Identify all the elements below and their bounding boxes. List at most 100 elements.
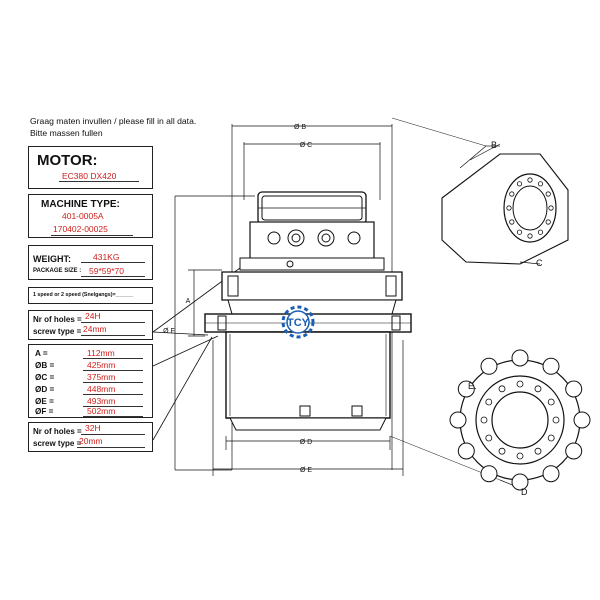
iso-bolt-hole xyxy=(537,229,544,235)
sprocket-bolt-hole xyxy=(534,385,542,393)
weight-underline xyxy=(81,262,145,263)
logo-ring xyxy=(286,310,310,334)
dim-label-d: Ø D xyxy=(300,439,312,446)
callout-d: D xyxy=(521,487,528,497)
sprocket-tooth-group xyxy=(449,349,591,491)
dim-f-value: 502mm xyxy=(87,406,116,416)
sprocket-tooth xyxy=(542,465,560,483)
holes-bottom-underline xyxy=(81,434,145,435)
sprocket-bolt-hole xyxy=(516,380,524,388)
drain-plug-2 xyxy=(351,405,363,417)
holes-top-value: 24H xyxy=(85,311,101,321)
speed-box: 1 speed or 2 speed (Snelgangs)=______ xyxy=(28,287,153,304)
dimensions-box: A = 112mm ØB = 425mm ØC = 375mm ØD = 448… xyxy=(28,344,153,418)
drain-plug-1 xyxy=(299,405,311,417)
sprocket-bolt-group xyxy=(480,380,560,460)
sprocket-tooth xyxy=(480,357,498,375)
callout-e: E xyxy=(468,381,474,391)
port-2-inner xyxy=(291,233,301,243)
iso-bolt-hole xyxy=(506,205,512,211)
port-3 xyxy=(317,229,335,247)
dim-d-underline xyxy=(83,394,143,395)
port-4 xyxy=(347,231,361,245)
sprocket-bolt-hole xyxy=(552,416,560,424)
iso-callout-c-line xyxy=(519,261,541,265)
dim-e-label: ØE = xyxy=(35,397,54,406)
dim-e-underline xyxy=(83,406,143,407)
logo-gear-icon xyxy=(281,305,315,339)
iso-bolt-hole xyxy=(509,191,515,197)
port-1 xyxy=(267,231,281,245)
sprocket-bolt-hole xyxy=(485,434,493,442)
sprocket-tooth xyxy=(565,380,583,398)
leader-holes-top-2 xyxy=(152,331,209,336)
dim-label-f: Ø F xyxy=(163,328,175,335)
dim-label-a: A xyxy=(186,298,191,305)
sprocket-teeth xyxy=(459,359,581,481)
sprocket-bolt-hole xyxy=(498,385,506,393)
sprocket-hub xyxy=(491,391,549,449)
iso-flange-outer xyxy=(503,173,557,243)
dim-d-value: 448mm xyxy=(87,384,116,394)
dim-a-underline xyxy=(83,358,143,359)
screw-type-top-label: screw type = xyxy=(33,327,82,336)
iso-flange-inner xyxy=(512,185,548,231)
machine-type-box: MACHINE TYPE: 401-0005A 170402-00025 xyxy=(28,194,153,238)
sprocket-bolt-hole xyxy=(547,398,555,406)
dim-c-label: ØC = xyxy=(35,373,55,382)
instruction-line-1: Graag maten invullen / please fill in al… xyxy=(30,116,197,126)
motor-value: EC380 DX420 xyxy=(62,171,117,181)
screw-type-top-underline xyxy=(81,335,145,336)
motor-underline xyxy=(59,181,139,182)
sprocket-tooth xyxy=(511,473,529,491)
sprocket-tooth xyxy=(457,442,475,460)
holes-top-label: Nr of holes = xyxy=(33,315,82,324)
iso-bolt-hole xyxy=(516,181,523,187)
machine-type-value-1: 401-0005A xyxy=(62,211,104,221)
instruction-line-2: Bitte massen fullen xyxy=(30,128,103,138)
motor-base xyxy=(239,257,385,271)
machine-type-value-2: 170402-00025 xyxy=(53,224,108,234)
iso-bolt-hole xyxy=(548,205,554,211)
leader-holes-bottom xyxy=(152,336,213,441)
b-callout-link xyxy=(391,117,487,147)
port-3-inner xyxy=(321,233,331,243)
dim-a-value: 112mm xyxy=(87,348,115,358)
dim-b-value: 425mm xyxy=(87,360,116,370)
sprocket-bolt-hole xyxy=(485,398,493,406)
sprocket-tooth xyxy=(573,411,591,429)
sprocket-bolt-hole xyxy=(534,447,542,455)
bolt-right-upper xyxy=(385,275,397,297)
motor-box: MOTOR: EC380 DX420 xyxy=(28,146,153,189)
dim-label-e: Ø E xyxy=(300,467,312,474)
upper-housing-taper xyxy=(227,299,397,315)
dim-f-label: ØF = xyxy=(35,407,54,416)
motor-label: MOTOR: xyxy=(37,152,98,169)
iso-bolt-hole xyxy=(527,177,533,183)
holes-bottom-value: 32H xyxy=(85,423,101,433)
lower-drum xyxy=(225,331,391,419)
sprocket-tooth xyxy=(511,349,529,367)
package-size-underline xyxy=(81,276,145,277)
tcy-logo: TCY xyxy=(281,305,315,339)
logo-text: TCY xyxy=(287,317,310,329)
holes-bottom-label: Nr of holes = xyxy=(33,427,82,436)
sprocket-bolt-hole xyxy=(480,416,488,424)
weight-value: 431KG xyxy=(93,252,120,262)
sprocket-tooth xyxy=(449,411,467,429)
dim-label-b: Ø B xyxy=(294,124,306,131)
iso-edge xyxy=(469,143,501,161)
dim-f-underline xyxy=(83,416,143,417)
screw-type-bottom-label: screw type = xyxy=(33,439,82,448)
plug xyxy=(286,260,294,268)
holes-bottom-box: Nr of holes = 32H screw type = 20mm xyxy=(28,422,153,452)
upper-housing xyxy=(221,271,403,301)
leader-dimensions xyxy=(152,335,219,367)
dim-b-label: ØB = xyxy=(35,361,55,370)
weight-box: WEIGHT: 431KG PACKAGE SIZE : 59*59*70 xyxy=(28,245,153,280)
iso-bolt-hole xyxy=(545,219,551,225)
callout-c: C xyxy=(536,258,543,268)
dim-d-label: ØD = xyxy=(35,385,55,394)
bolt-left-upper xyxy=(227,275,239,297)
